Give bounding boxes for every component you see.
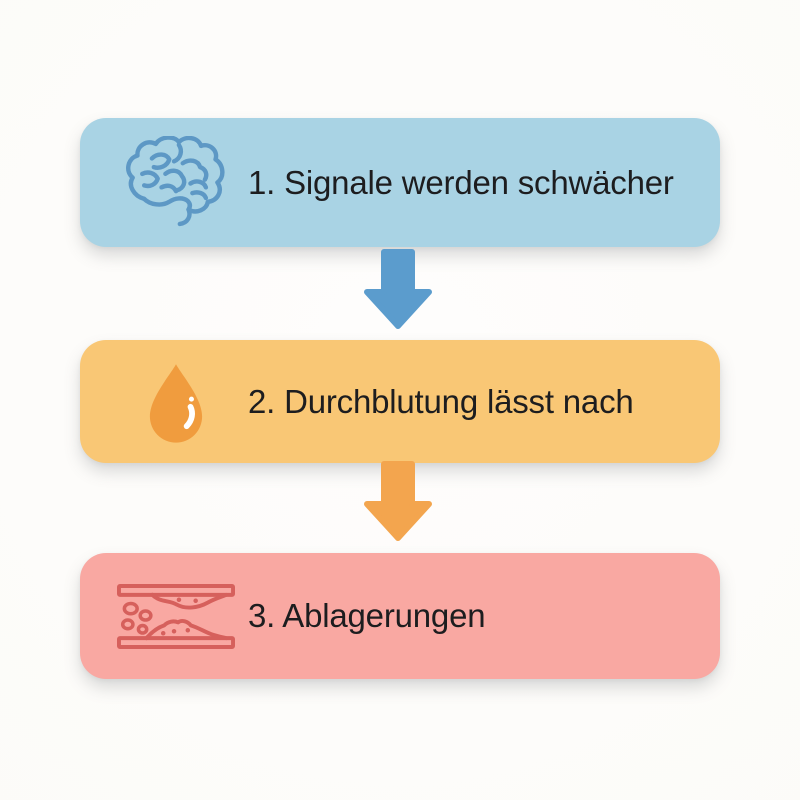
artery-icon <box>104 583 248 649</box>
arrow-down-icon <box>360 249 436 331</box>
step-label: 2. Durchblutung lässt nach <box>248 382 634 420</box>
step-card-blood-flow: 2. Durchblutung lässt nach <box>80 340 720 463</box>
brain-icon <box>104 135 248 230</box>
step-label: 3. Ablagerungen <box>248 597 486 635</box>
drop-icon <box>104 361 248 443</box>
step-label: 1. Signale werden schwächer <box>248 163 674 201</box>
step-card-signals: 1. Signale werden schwächer <box>80 118 720 247</box>
step-card-deposits: 3. Ablagerungen <box>80 553 720 679</box>
arrow-down-icon <box>360 461 436 543</box>
